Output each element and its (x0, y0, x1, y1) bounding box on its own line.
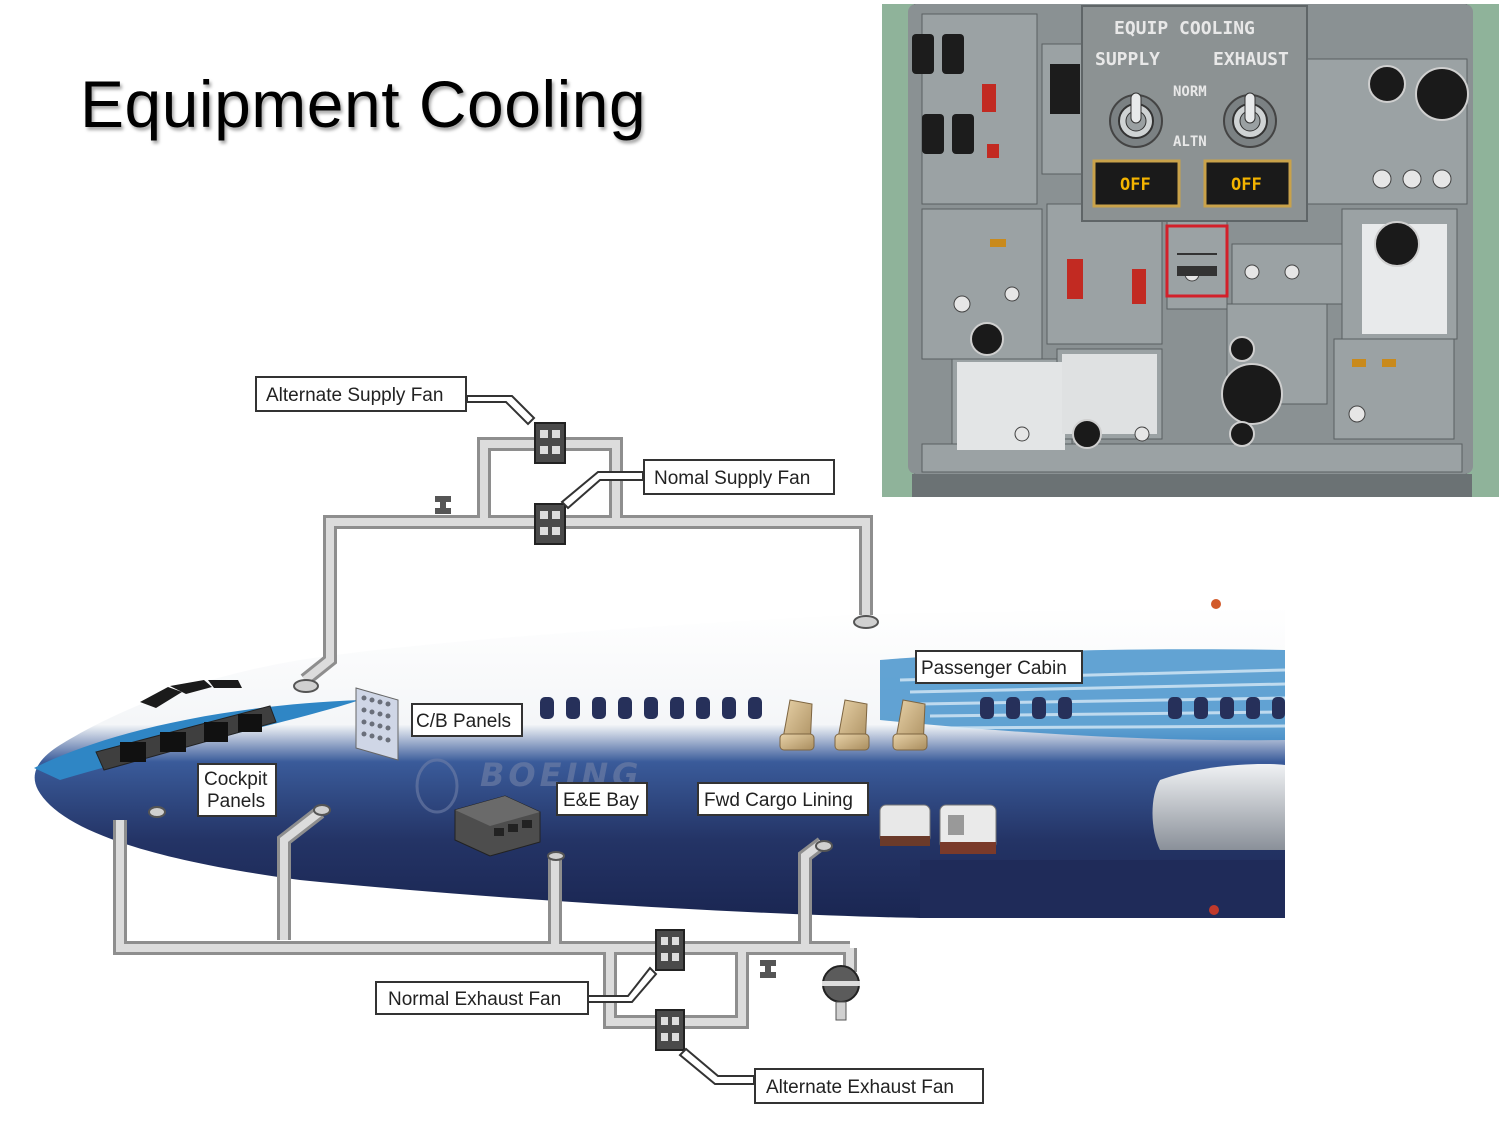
label-cb-panels: C/B Panels (411, 703, 523, 737)
norm-label: NORM (1173, 84, 1207, 100)
svg-text:Nomal Supply Fan: Nomal Supply Fan (654, 468, 810, 489)
label-cockpit-panels: Cockpit Panels (197, 763, 277, 817)
seats-icon (779, 699, 928, 751)
equip-cooling-heading: EQUIP COOLING (1114, 18, 1255, 39)
label-passenger-cabin: Passenger Cabin (915, 650, 1083, 684)
normal-exhaust-fan-icon (655, 929, 685, 971)
label-alternate-exhaust-fan: Alternate Exhaust Fan (754, 1068, 984, 1104)
svg-text:OFF: OFF (1231, 175, 1262, 195)
overhead-panel-photo: EQUIP COOLING SUPPLY EXHAUST NORM ALTN O… (882, 4, 1499, 497)
cockpit-panels-icon (95, 705, 277, 771)
exhaust-label: EXHAUST (1213, 49, 1289, 70)
svg-text:OFF: OFF (1120, 175, 1151, 195)
supply-label: SUPPLY (1095, 49, 1160, 70)
label-ee-bay: E&E Bay (556, 782, 648, 816)
label-fwd-cargo-lining: Fwd Cargo Lining (697, 782, 869, 816)
slide-title: Equipment Cooling (80, 67, 647, 141)
overboard-valve-icon (822, 965, 860, 1021)
cb-panels-icon (355, 687, 399, 761)
label-normal-supply-fan: Nomal Supply Fan (643, 459, 835, 495)
normal-supply-fan-icon (534, 503, 566, 545)
ducting (113, 437, 873, 1029)
svg-text:Cockpit: Cockpit (204, 769, 268, 790)
supply-off-light: OFF (1092, 159, 1181, 208)
equip-cooling-module: EQUIP COOLING SUPPLY EXHAUST NORM ALTN O… (1081, 5, 1308, 222)
exhaust-sensor-icon (760, 960, 776, 978)
cargo-icon (879, 804, 997, 854)
svg-text:E&E Bay: E&E Bay (563, 790, 640, 811)
cabin-windows (540, 697, 1285, 719)
supply-sensor-icon (435, 496, 451, 514)
label-normal-exhaust-fan: Normal Exhaust Fan (375, 981, 589, 1015)
alternate-supply-fan-icon (534, 422, 566, 464)
exhaust-off-light: OFF (1203, 159, 1292, 208)
svg-text:Passenger Cabin: Passenger Cabin (921, 658, 1067, 679)
exhaust-toggle-switch[interactable] (1223, 92, 1277, 148)
svg-text:C/B Panels: C/B Panels (416, 711, 511, 732)
svg-text:Panels: Panels (207, 791, 265, 812)
altn-label: ALTN (1173, 134, 1207, 150)
svg-text:Normal Exhaust Fan: Normal Exhaust Fan (388, 989, 561, 1010)
svg-text:Alternate Exhaust Fan: Alternate Exhaust Fan (766, 1077, 954, 1098)
alternate-exhaust-fan-icon (655, 1009, 685, 1051)
engine-nacelle (1152, 763, 1285, 850)
flow-arrows (466, 395, 755, 1085)
equip-cooling-highlight (1165, 224, 1229, 298)
aircraft-fuselage (34, 599, 1286, 918)
ee-bay-icon (454, 795, 541, 857)
supply-toggle-switch[interactable] (1109, 92, 1163, 148)
svg-text:Fwd Cargo Lining: Fwd Cargo Lining (704, 790, 853, 811)
svg-text:Alternate Supply Fan: Alternate Supply Fan (266, 385, 443, 406)
label-alternate-supply-fan: Alternate Supply Fan (255, 376, 467, 412)
